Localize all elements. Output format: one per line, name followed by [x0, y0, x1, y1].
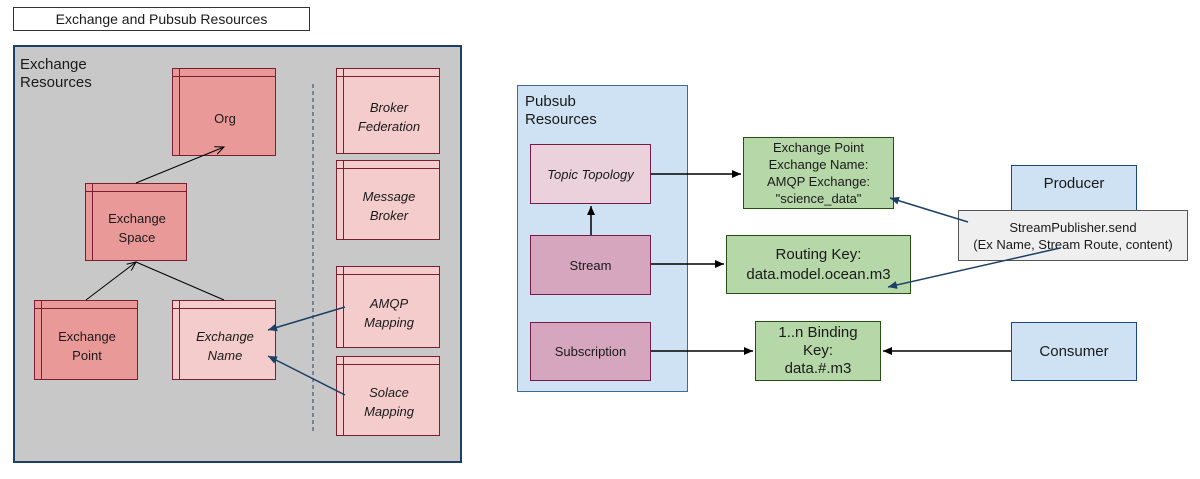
exchange-name-class: Exchange Name	[172, 300, 276, 380]
stream-publisher-box: StreamPublisher.send (Ex Name, Stream Ro…	[958, 210, 1188, 261]
message-broker-class: Message Broker	[336, 160, 440, 240]
amqp-mapping-class: AMQP Mapping	[336, 266, 440, 348]
point-to-space-line	[85, 262, 136, 301]
exchange-space-class: Exchange Space	[85, 183, 187, 261]
pubsub-resources-label: Pubsub Resources	[525, 93, 597, 128]
solace-mapping-class: Solace Mapping	[336, 356, 440, 436]
publisher-to-exchange-arrow	[889, 196, 969, 223]
consumer-box: Consumer	[1011, 322, 1137, 381]
name-to-space-line	[135, 261, 225, 301]
exchange-resources-label: Exchange Resources	[20, 56, 92, 91]
broker-federation-class: Broker Federation	[336, 68, 440, 154]
stream-box: Stream	[530, 235, 651, 295]
solace-to-name-arrow	[267, 355, 346, 396]
amqp-to-name-arrow	[267, 306, 346, 332]
exchange-point-class: Exchange Point	[34, 300, 138, 380]
publisher-to-routing-arrow	[887, 247, 1061, 289]
exchange-point-box: Exchange Point Exchange Name: AMQP Excha…	[743, 137, 894, 209]
routing-key-box: Routing Key: data.model.ocean.m3	[726, 235, 911, 294]
topic-topology-box: Topic Topology	[530, 144, 651, 204]
space-to-org-line	[135, 147, 224, 184]
diagram-title: Exchange and Pubsub Resources	[13, 7, 310, 31]
org-class: Org	[172, 68, 276, 156]
binding-key-box: 1..n Binding Key: data.#.m3	[755, 321, 881, 381]
subscription-box: Subscription	[530, 322, 651, 381]
